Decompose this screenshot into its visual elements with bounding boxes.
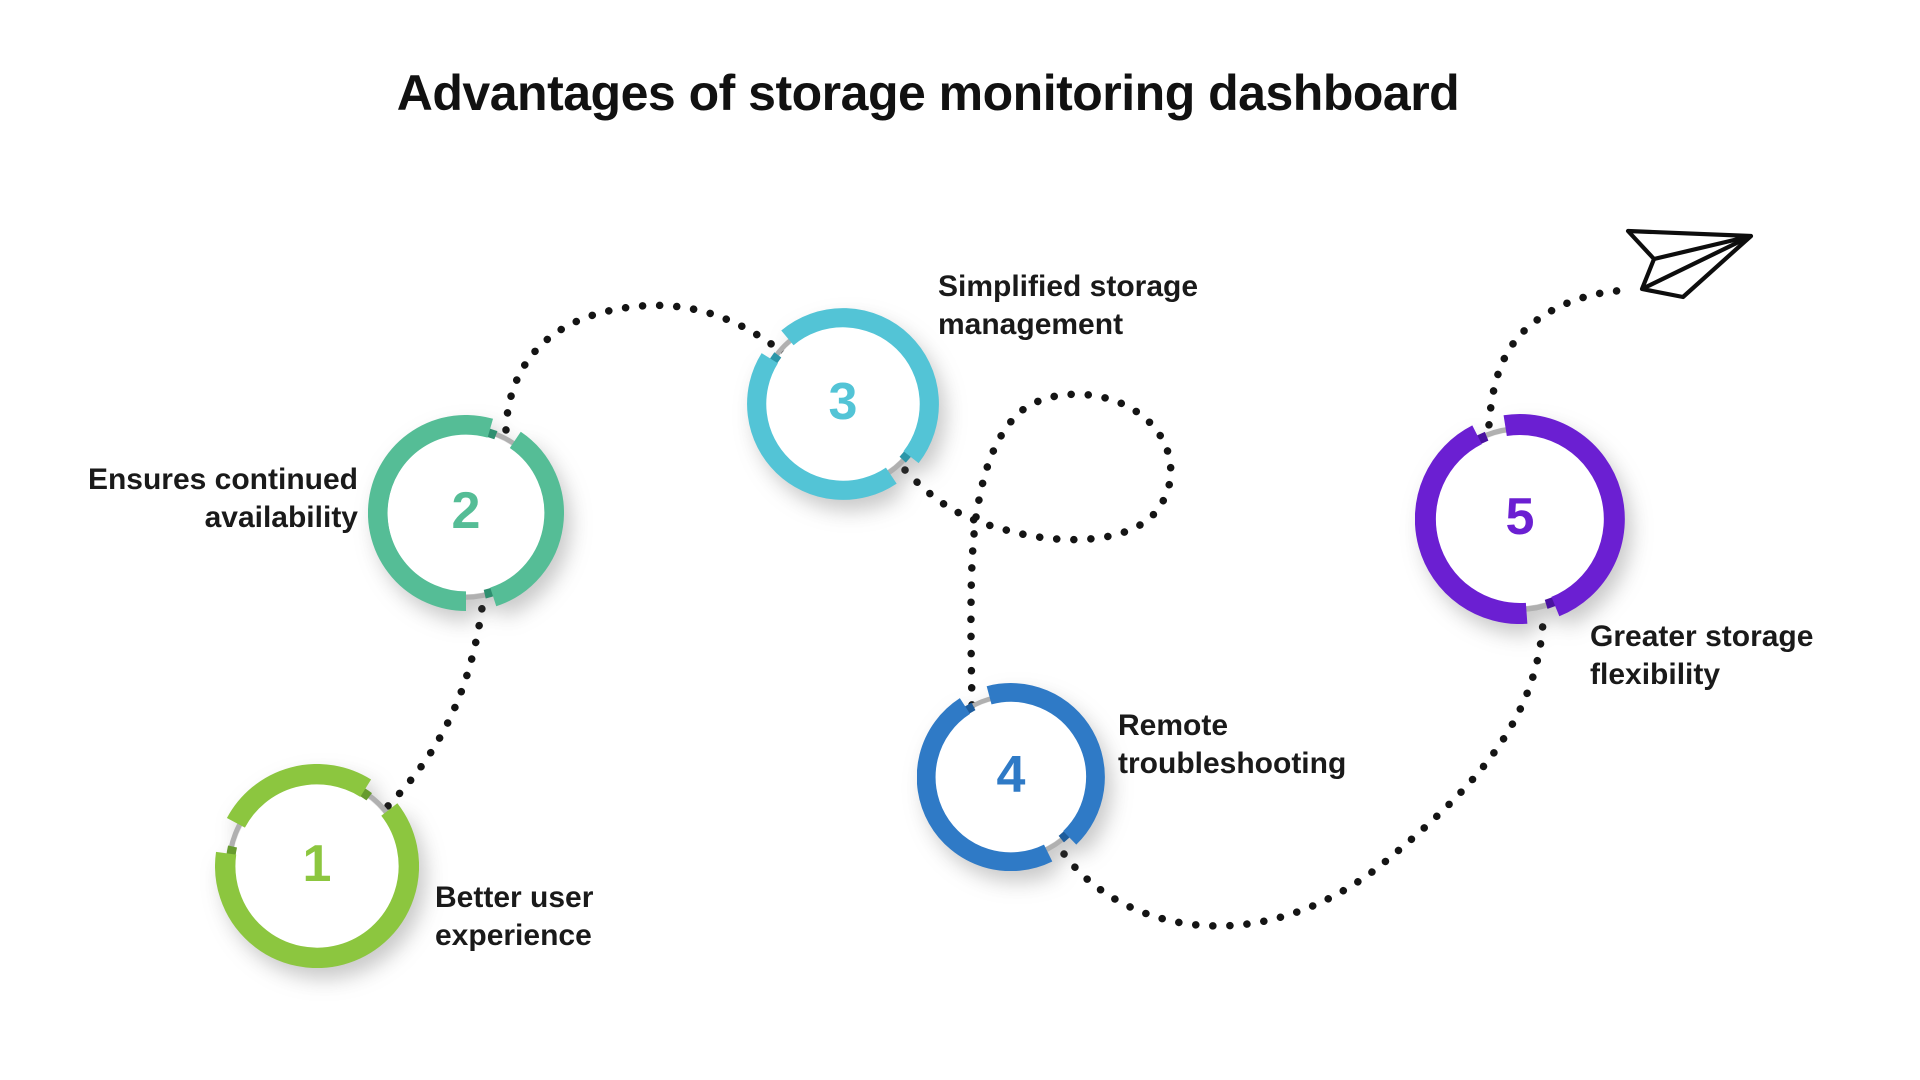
step-4-badge: 4 [917, 683, 1105, 871]
page-title: Advantages of storage monitoring dashboa… [396, 65, 1460, 121]
path-step1-to-step2 [384, 604, 486, 810]
step-1-badge: 1 [215, 764, 419, 968]
path-step3-loop-to-step4 [901, 390, 1175, 710]
step-4-number: 4 [996, 745, 1026, 804]
step-2-label: Ensures continued availability [87, 463, 358, 534]
step-3-badge: 3 [747, 308, 939, 500]
step-3-number: 3 [828, 372, 858, 431]
step-2-number: 2 [451, 481, 481, 540]
step-2-badge: 2 [368, 415, 564, 611]
step-3-ring [747, 308, 939, 500]
step-5-badge: 5 [1415, 414, 1625, 624]
path-step2-to-step3 [502, 301, 796, 434]
step-2-ring [368, 415, 564, 611]
step-1-ring [215, 764, 419, 968]
step-5-number: 5 [1505, 487, 1535, 546]
path-step5-to-plane [1484, 286, 1635, 446]
step-4-ring [917, 683, 1105, 871]
step-1-number: 1 [302, 834, 332, 893]
path-step4-to-step5 [1060, 618, 1547, 930]
step-4-label: Remote troubleshooting [1118, 709, 1347, 780]
step-3-label: Simplified storage management [938, 270, 1199, 341]
step-5-ring [1415, 414, 1625, 624]
step-1-label: Better user experience [435, 881, 594, 952]
step-5-label: Greater storage flexibility [1590, 620, 1814, 691]
